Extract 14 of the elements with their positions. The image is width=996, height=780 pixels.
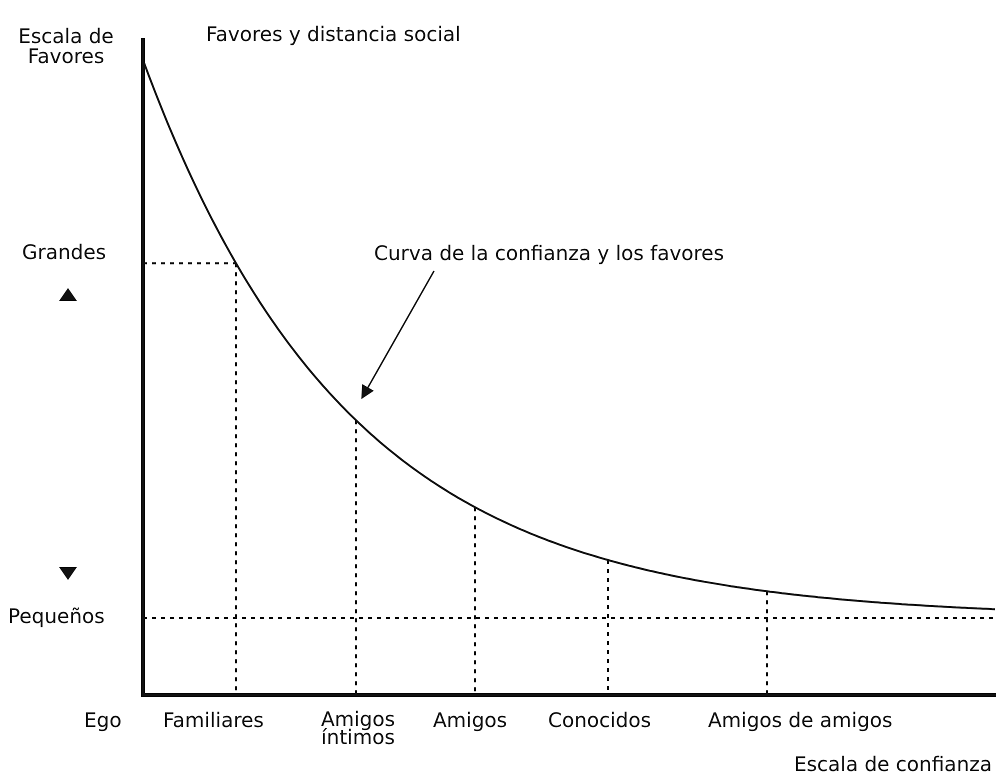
category-label: Amigos xyxy=(433,710,508,730)
axis-title: Escala de confianza xyxy=(794,754,992,774)
scale-label: Grandes xyxy=(22,242,106,262)
category-label: Conocidos xyxy=(548,710,652,730)
curve-label: Curva de la confianza y los favores xyxy=(374,243,724,263)
category-label: Amigos íntimos xyxy=(320,710,396,746)
chart-title: Favores y distancia social xyxy=(206,24,461,44)
trust-favor-curve xyxy=(142,60,996,610)
scale-label: Pequeños xyxy=(8,606,105,626)
category-label: Ego xyxy=(84,710,122,730)
category-label: Familiares xyxy=(163,710,264,730)
category-label: Amigos de amigos xyxy=(708,710,892,730)
axis-title: Escala de Favores xyxy=(18,26,114,66)
leader-arrow xyxy=(361,270,435,400)
